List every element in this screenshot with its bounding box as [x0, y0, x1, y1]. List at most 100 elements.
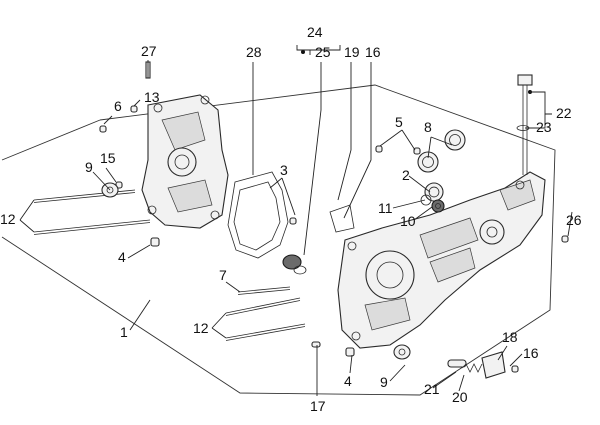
callout-9-bottom: 9 [380, 374, 388, 390]
left-crankcase-cover [141, 94, 229, 229]
stud-1-edge [33, 192, 136, 203]
lead-8 [427, 136, 432, 159]
bearing-2-race [428, 186, 440, 198]
assembly-frame [1, 84, 556, 396]
lead-15 [105, 167, 117, 183]
pin-3 [289, 217, 297, 225]
stud-2 [33, 219, 151, 233]
lead-20 [458, 374, 465, 392]
lead-13 [133, 99, 141, 107]
callout-11: 11 [378, 200, 393, 216]
callout-18: 18 [502, 329, 518, 345]
lead-16-right [509, 353, 523, 367]
stud-3-edge [225, 300, 301, 316]
bushing-9-bottom [393, 344, 411, 360]
oring-11 [420, 194, 432, 206]
callout-24: 24 [307, 24, 323, 40]
callout-10: 10 [400, 213, 416, 229]
callout-16-top: 16 [365, 44, 381, 60]
callout-25: 25 [315, 44, 331, 60]
stud-4-edge [225, 326, 306, 341]
assembly-frame-edge [1, 119, 101, 161]
callout-13: 13 [144, 89, 160, 105]
oring-24 [293, 265, 307, 275]
lead-12-mid-b [211, 327, 227, 339]
lead-26 [567, 211, 573, 237]
dowel-4-top [150, 237, 160, 247]
lead-3b [269, 177, 283, 189]
lead-1 [129, 299, 151, 331]
callout-15: 15 [100, 150, 116, 166]
lead-3 [281, 177, 296, 216]
stud-5 [237, 286, 291, 293]
callout-12-left: 12 [0, 211, 16, 227]
filter-25 [282, 254, 302, 270]
bushing-9-top-bore [106, 186, 114, 194]
seal-10 [431, 199, 445, 213]
stud-5-edge [237, 289, 291, 295]
bearing-8b-race [449, 134, 461, 146]
callout-4-top: 4 [118, 249, 126, 265]
callout-7: 7 [219, 267, 227, 283]
stud-2-edge [33, 222, 151, 235]
lead-16-top [343, 62, 372, 219]
lead-4-top [127, 244, 151, 259]
lead-2 [408, 175, 431, 193]
lead-18 [497, 345, 508, 361]
stud-4 [225, 323, 306, 339]
callout-24-dot [301, 50, 305, 54]
callout-labels: 27 28 24 25 19 16 6 13 15 9 3 5 8 22 23 … [0, 24, 582, 414]
callout-26: 26 [566, 212, 582, 228]
stud-1 [33, 189, 136, 201]
callout-19: 19 [344, 44, 360, 60]
callout-28: 28 [246, 44, 262, 60]
lead-21 [432, 371, 457, 389]
callout-6: 6 [114, 98, 122, 114]
lead-10 [413, 206, 433, 221]
lead-22 [530, 91, 552, 115]
dowel-4-bottom [345, 347, 355, 357]
callout-23: 23 [536, 119, 552, 135]
lead-7 [225, 281, 241, 293]
bushing-9-bottom-bore [398, 348, 406, 356]
lead-12-left-b [19, 219, 35, 233]
callout-5: 5 [395, 114, 403, 130]
lead-11 [392, 199, 426, 209]
bearing-8a [417, 151, 439, 173]
pin-5b [413, 147, 421, 155]
plate-18 [481, 351, 506, 379]
callout-2: 2 [402, 167, 410, 183]
seal-10-bore [435, 203, 441, 209]
callout-16-right: 16 [523, 345, 539, 361]
bearing-2 [424, 182, 444, 202]
callout-22: 22 [556, 105, 572, 121]
callout-20: 20 [452, 389, 468, 405]
callout-3: 3 [280, 162, 288, 178]
bracket-19 [329, 204, 355, 233]
lead-9-top [92, 171, 111, 191]
crankcase-shaft [517, 74, 533, 175]
bearing-8b [444, 129, 466, 151]
pin-13 [130, 105, 138, 113]
callout-17: 17 [310, 398, 326, 414]
lead-5b [401, 129, 416, 151]
crankcase-gasket [227, 171, 289, 259]
leader-lines [19, 45, 573, 396]
bolt-17 [311, 341, 321, 348]
callout-8: 8 [424, 119, 432, 135]
lead-9-bottom [389, 364, 406, 382]
lead-6 [103, 115, 113, 125]
lead-24 [296, 45, 341, 51]
lead-12-left [19, 199, 35, 221]
callout-27: 27 [141, 43, 157, 59]
lead-25 [303, 62, 322, 256]
lead-4-bottom [349, 354, 353, 374]
callout-9-top: 9 [85, 159, 93, 175]
callout-21: 21 [424, 381, 440, 397]
pin-21 [447, 359, 467, 368]
main-crankcase [337, 171, 546, 349]
lead-8b [430, 136, 453, 146]
callout-12-mid: 12 [193, 320, 209, 336]
lead-22b [525, 114, 546, 129]
